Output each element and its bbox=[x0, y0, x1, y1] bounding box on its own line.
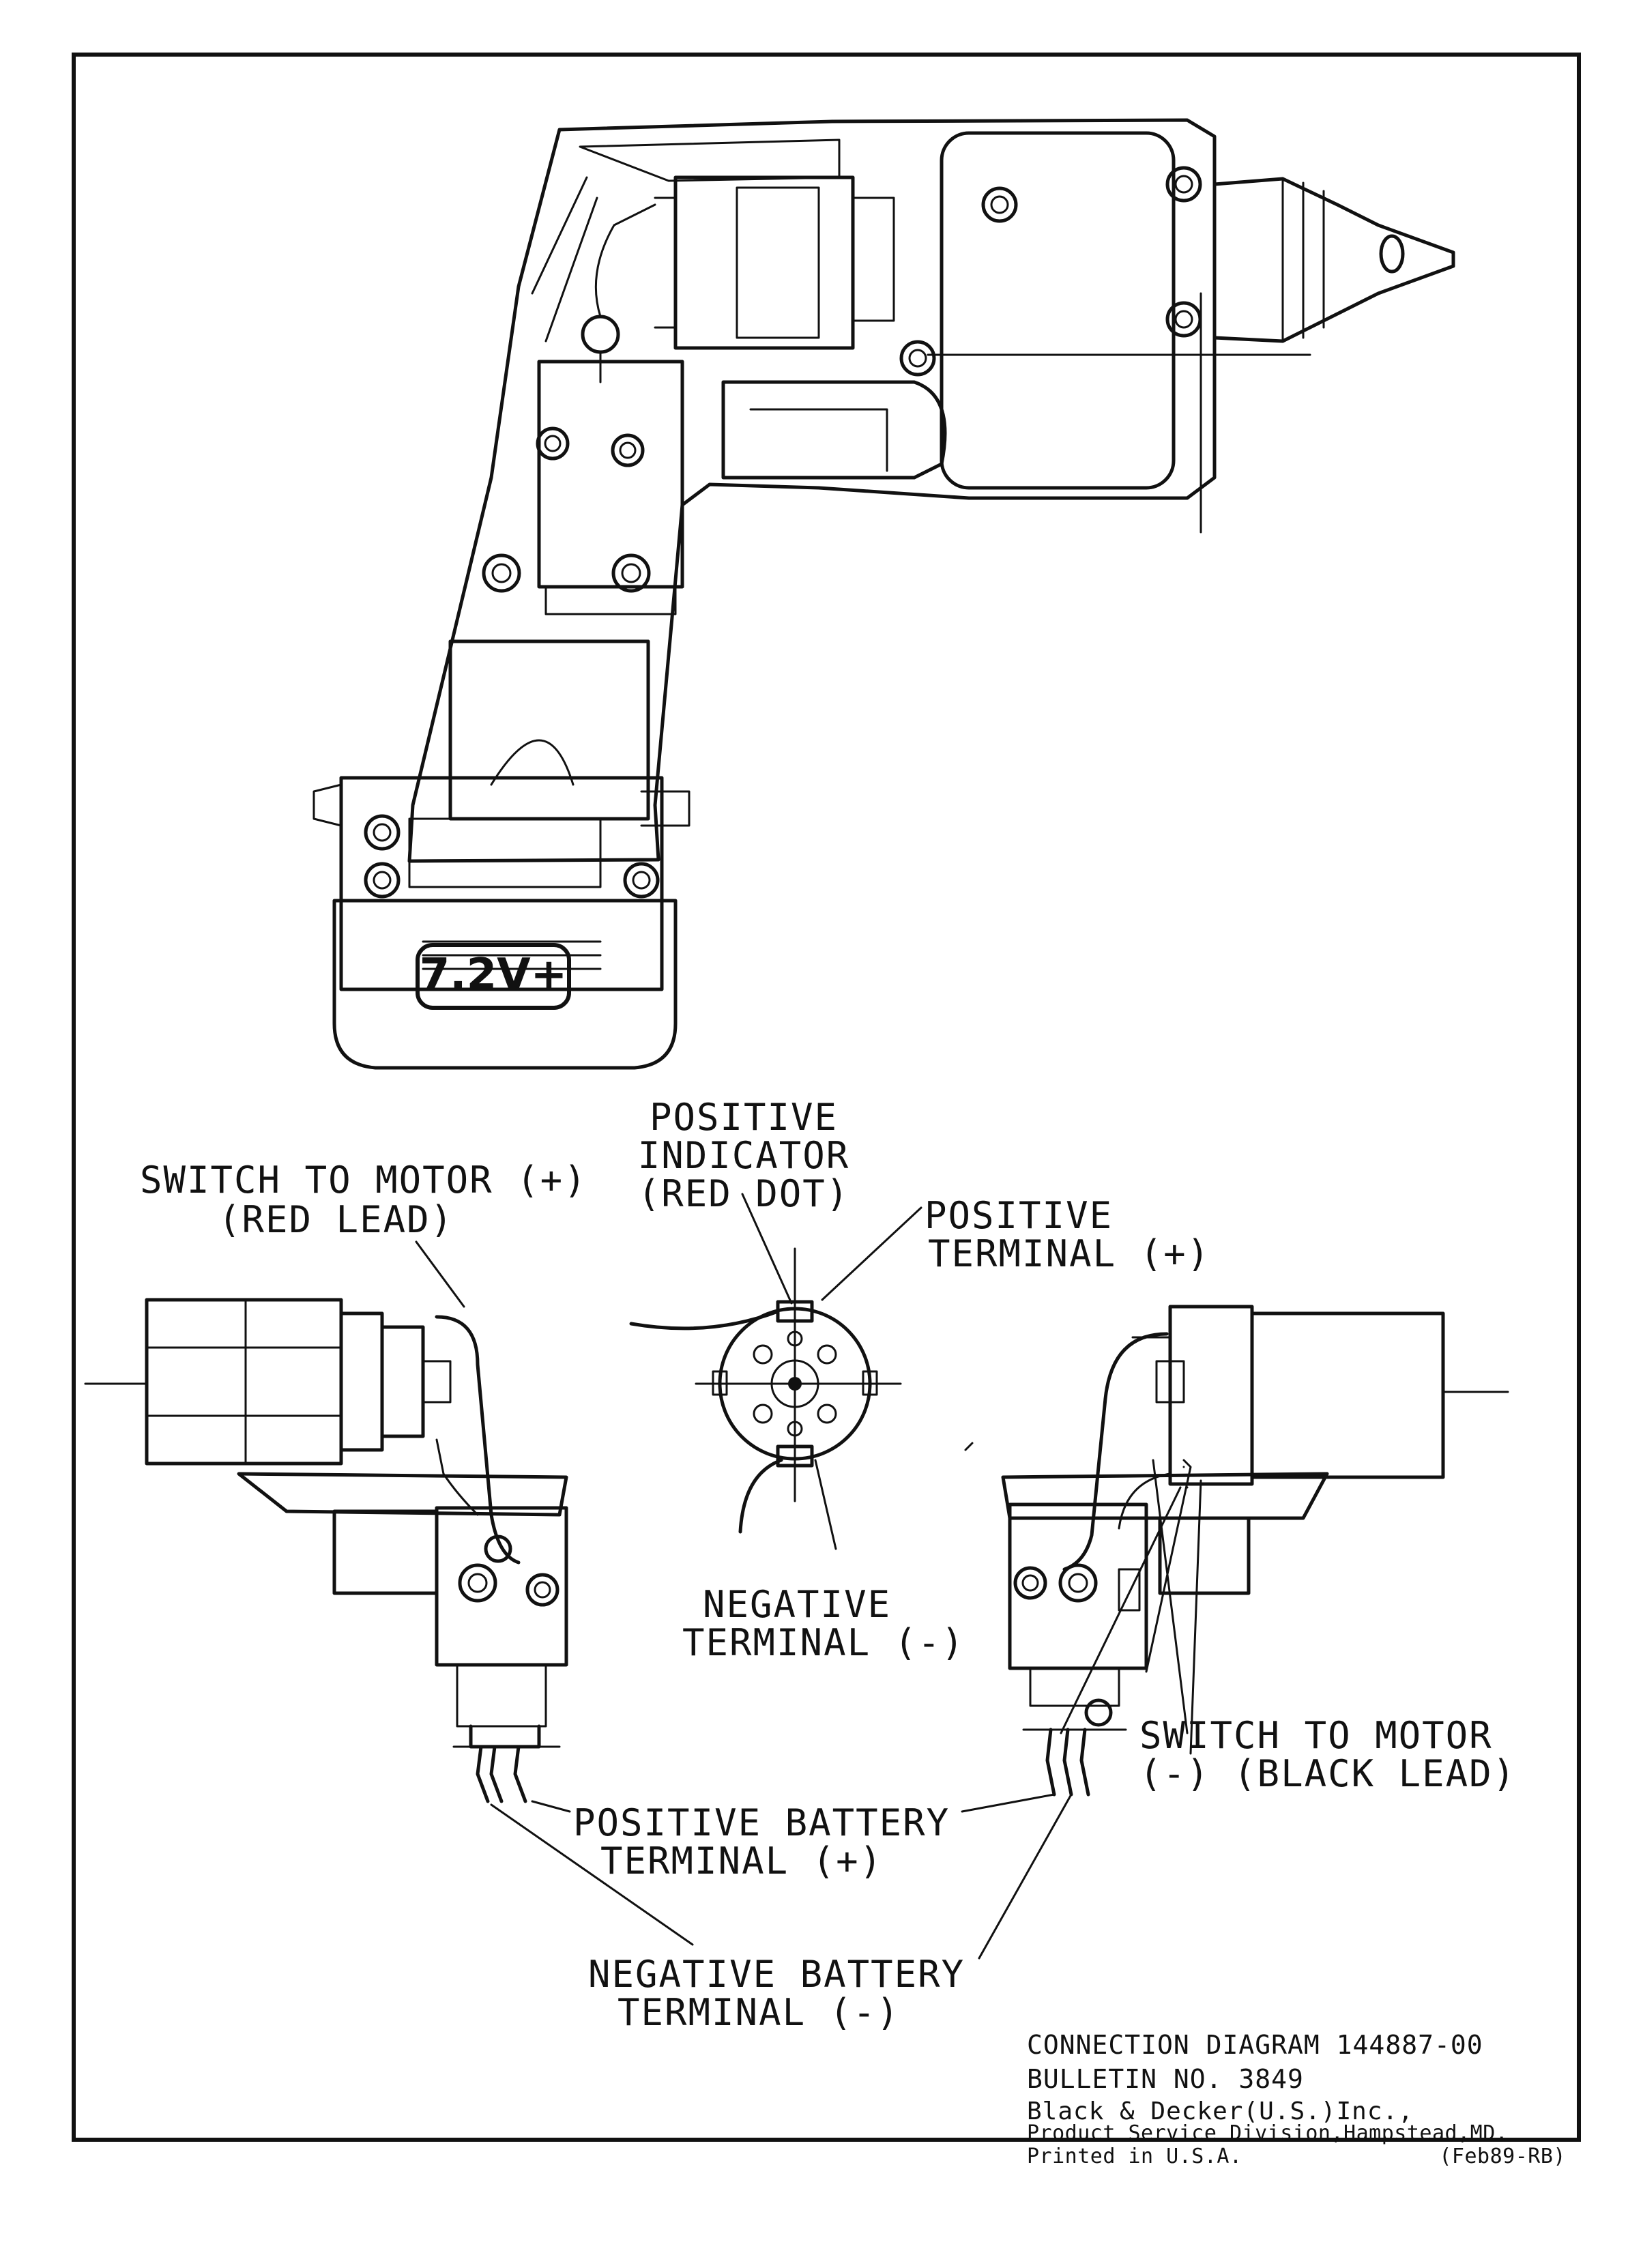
motor-body bbox=[673, 175, 855, 350]
left-red-lead bbox=[435, 1315, 521, 1565]
battery-pack-upper bbox=[448, 639, 650, 821]
label-positive-battery-terminal-2: TERMINAL (+) bbox=[600, 1840, 883, 1882]
battery-pack bbox=[339, 776, 664, 991]
battery-voltage-badge bbox=[416, 943, 571, 1010]
footer-bulletin: BULLETIN NO. 3849 bbox=[1027, 2064, 1304, 2094]
label-positive-terminal-2: TERMINAL (+) bbox=[928, 1232, 1210, 1275]
footer-company: Black & Decker(U.S.)Inc., bbox=[1027, 2097, 1414, 2125]
label-positive-terminal-1: POSITIVE bbox=[925, 1194, 1113, 1237]
label-positive-battery-terminal-1: POSITIVE BATTERY bbox=[573, 1801, 950, 1844]
drill-cutaway-illustration: 7.2V+ bbox=[312, 118, 1455, 1070]
footer-date-code: (Feb89-RB) bbox=[1439, 2145, 1566, 2168]
page-border bbox=[72, 53, 1581, 2142]
footer-printed: Printed in U.S.A. bbox=[1027, 2145, 1242, 2168]
right-motor-body bbox=[1250, 1311, 1445, 1479]
right-battery-terminals bbox=[1045, 1728, 1090, 1797]
left-switch-plate bbox=[237, 1472, 568, 1517]
label-negative-terminal-2: TERMINAL (-) bbox=[682, 1621, 965, 1664]
center-black-lead bbox=[738, 1458, 783, 1534]
left-switch-block bbox=[435, 1506, 568, 1667]
chuck bbox=[1212, 177, 1455, 343]
label-positive-indicator-3: (RED DOT) bbox=[638, 1172, 850, 1215]
motor-end-cap bbox=[718, 1307, 872, 1461]
negative-terminal-tab bbox=[776, 1444, 814, 1468]
right-black-lead bbox=[1062, 1332, 1169, 1571]
footer-block: Product Service Division,Hampstead,MD. P… bbox=[1027, 2108, 1573, 2168]
right-switch-plate bbox=[1001, 1472, 1329, 1520]
label-switch-to-motor-positive-note: (RED LEAD) bbox=[218, 1198, 454, 1241]
label-switch-to-motor-negative-1: SWITCH TO MOTOR bbox=[1139, 1714, 1493, 1757]
label-switch-to-motor-positive: SWITCH TO MOTOR (+) bbox=[140, 1159, 587, 1202]
footer-diagram-number: CONNECTION DIAGRAM 144887-00 bbox=[1027, 2030, 1483, 2060]
trigger bbox=[721, 380, 947, 480]
label-negative-battery-terminal-2: TERMINAL (-) bbox=[617, 1991, 900, 2034]
label-switch-to-motor-negative-2: (-) (BLACK LEAD) bbox=[1139, 1752, 1516, 1795]
left-motor-body bbox=[145, 1298, 343, 1466]
battery-base bbox=[332, 899, 678, 1070]
battery-voltage-label: 7.2V+ bbox=[420, 950, 568, 1000]
label-negative-battery-terminal-1: NEGATIVE BATTERY bbox=[588, 1953, 965, 1996]
label-positive-indicator-2: INDICATOR bbox=[638, 1134, 850, 1177]
switch-block bbox=[537, 360, 684, 589]
label-negative-terminal-1: NEGATIVE bbox=[703, 1583, 891, 1626]
left-battery-terminals bbox=[476, 1745, 527, 1803]
right-switch-block bbox=[1008, 1502, 1148, 1670]
leader-lines bbox=[415, 1193, 1202, 1960]
gear-housing bbox=[940, 131, 1176, 490]
center-red-lead bbox=[629, 1309, 780, 1331]
left-motor-switch-assembly bbox=[84, 1298, 568, 1803]
label-positive-indicator-1: POSITIVE bbox=[650, 1096, 838, 1139]
footer-printed-line: Printed in U.S.A. (Feb89-RB) bbox=[1027, 2145, 1566, 2168]
footer-division-line: Product Service Division,Hampstead,MD. bbox=[1027, 2121, 1509, 2145]
motor-end-view bbox=[629, 1247, 902, 1534]
drill-housing-outline bbox=[407, 118, 1217, 863]
